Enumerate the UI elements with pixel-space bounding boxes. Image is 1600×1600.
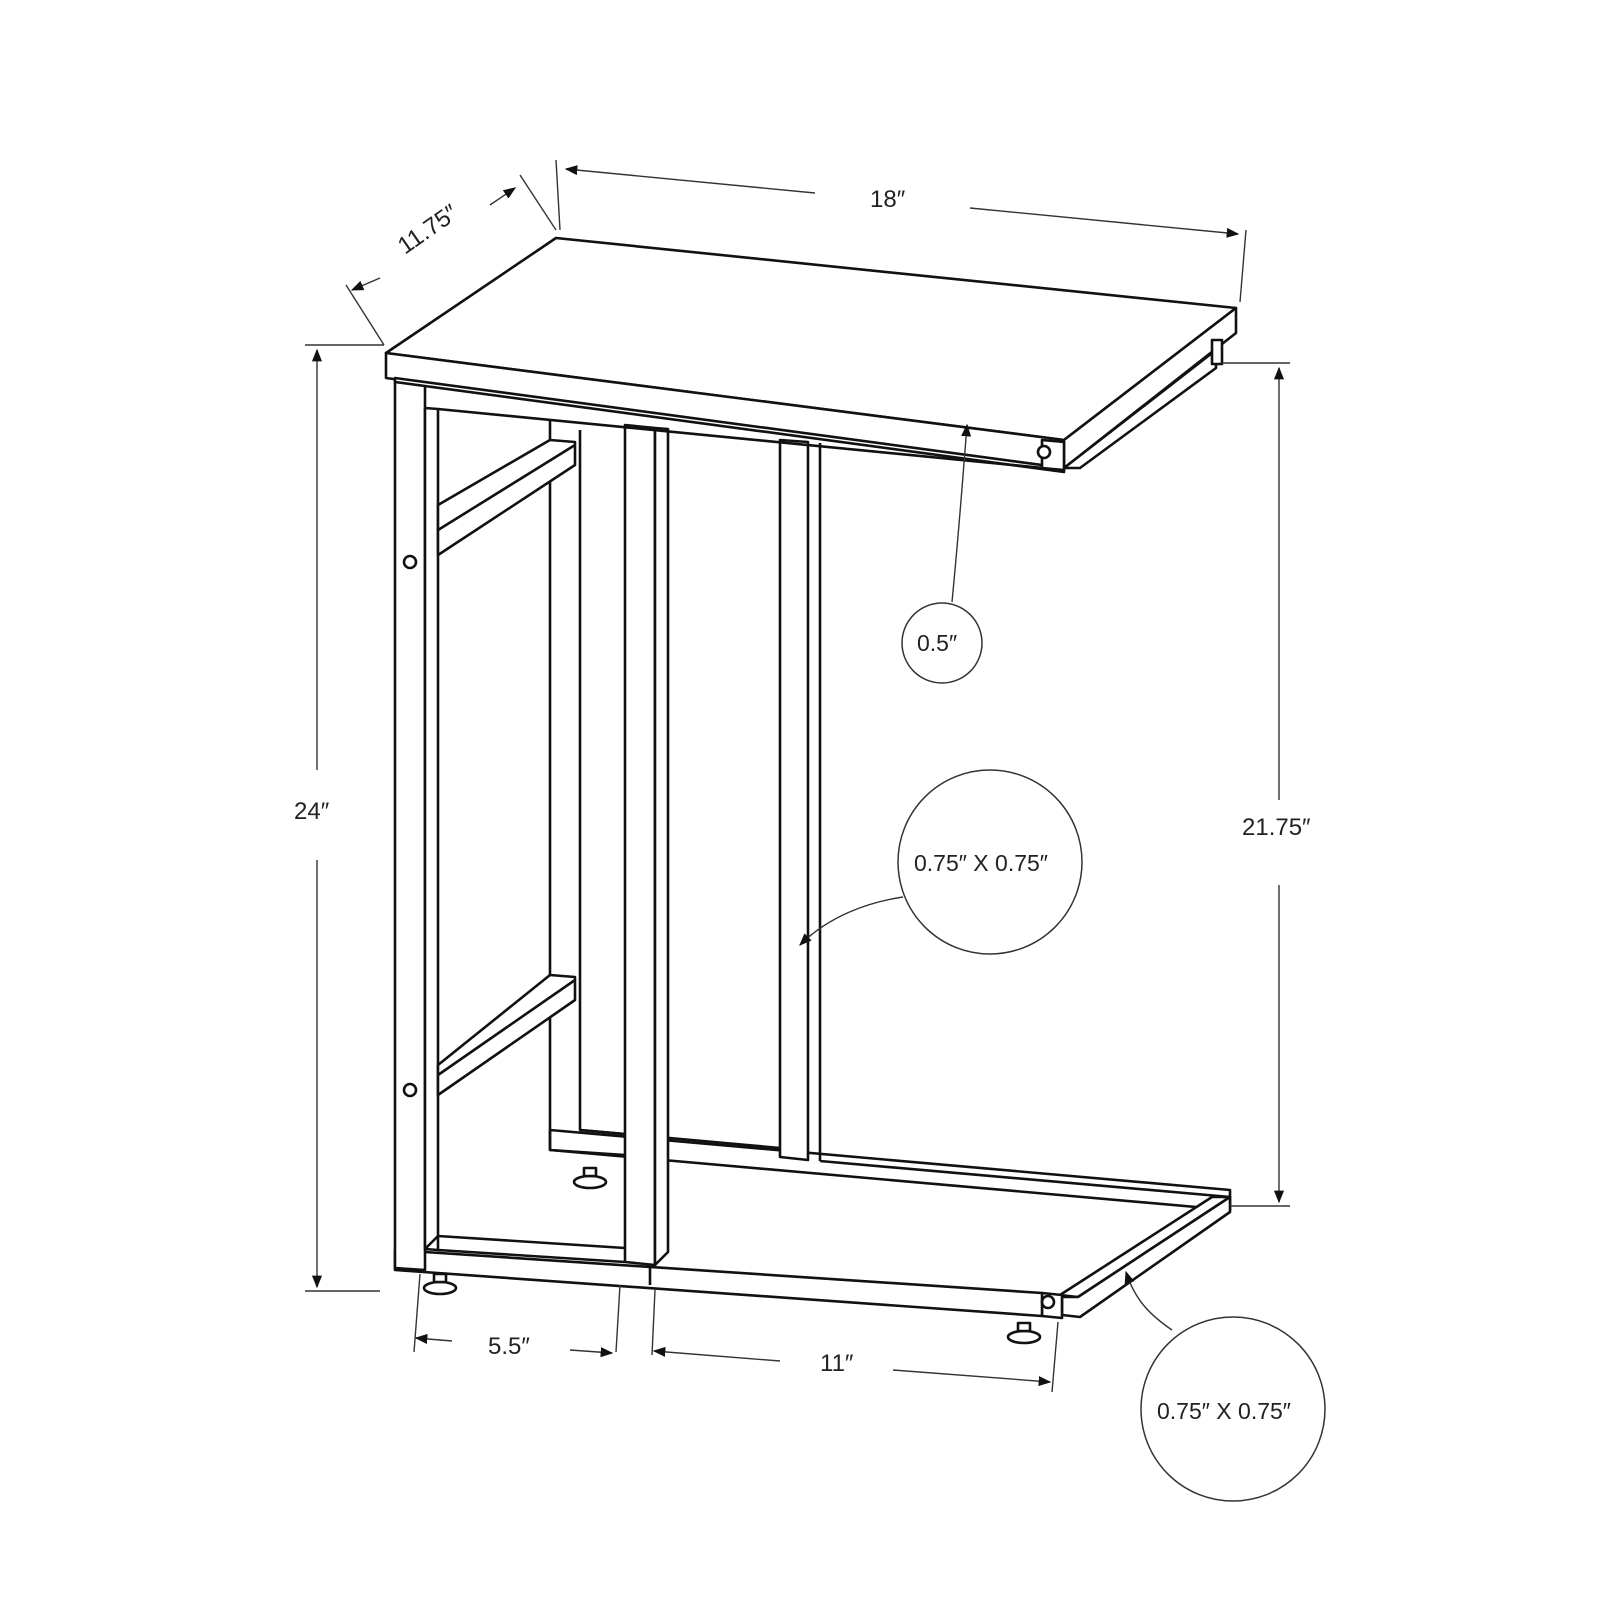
callout-top-thickness-label: 0.5″ [917,630,958,656]
callout-base-tube-label: 0.75″ X 0.75″ [1157,1398,1291,1424]
front-upright [623,423,670,1267]
dimension-lines [305,159,1290,1393]
back-frame [548,420,1231,1199]
callout-base-tube [1124,1270,1326,1502]
dim-base-right-label: 11″ [820,1350,854,1377]
dim-width-label: 18″ [870,186,906,213]
tabletop [384,236,1238,474]
dim-clearance-height-label: 21.75″ [1242,814,1311,841]
bolt-icon [1036,444,1052,460]
bolt-icon [402,1082,418,1098]
dim-total-height-label: 24″ [294,798,330,825]
bolt-icon [1040,1294,1056,1310]
callout-upright-tube [799,769,1083,955]
base-frame [393,1128,1232,1345]
callout-upright-tube-label: 0.75″ X 0.75″ [914,850,1048,876]
foot-glides [422,1166,1042,1345]
bolt-icon [402,554,418,570]
callout-top-thickness [901,423,983,684]
dim-base-left-label: 5.5″ [488,1333,530,1360]
left-side-frame [393,373,626,1272]
